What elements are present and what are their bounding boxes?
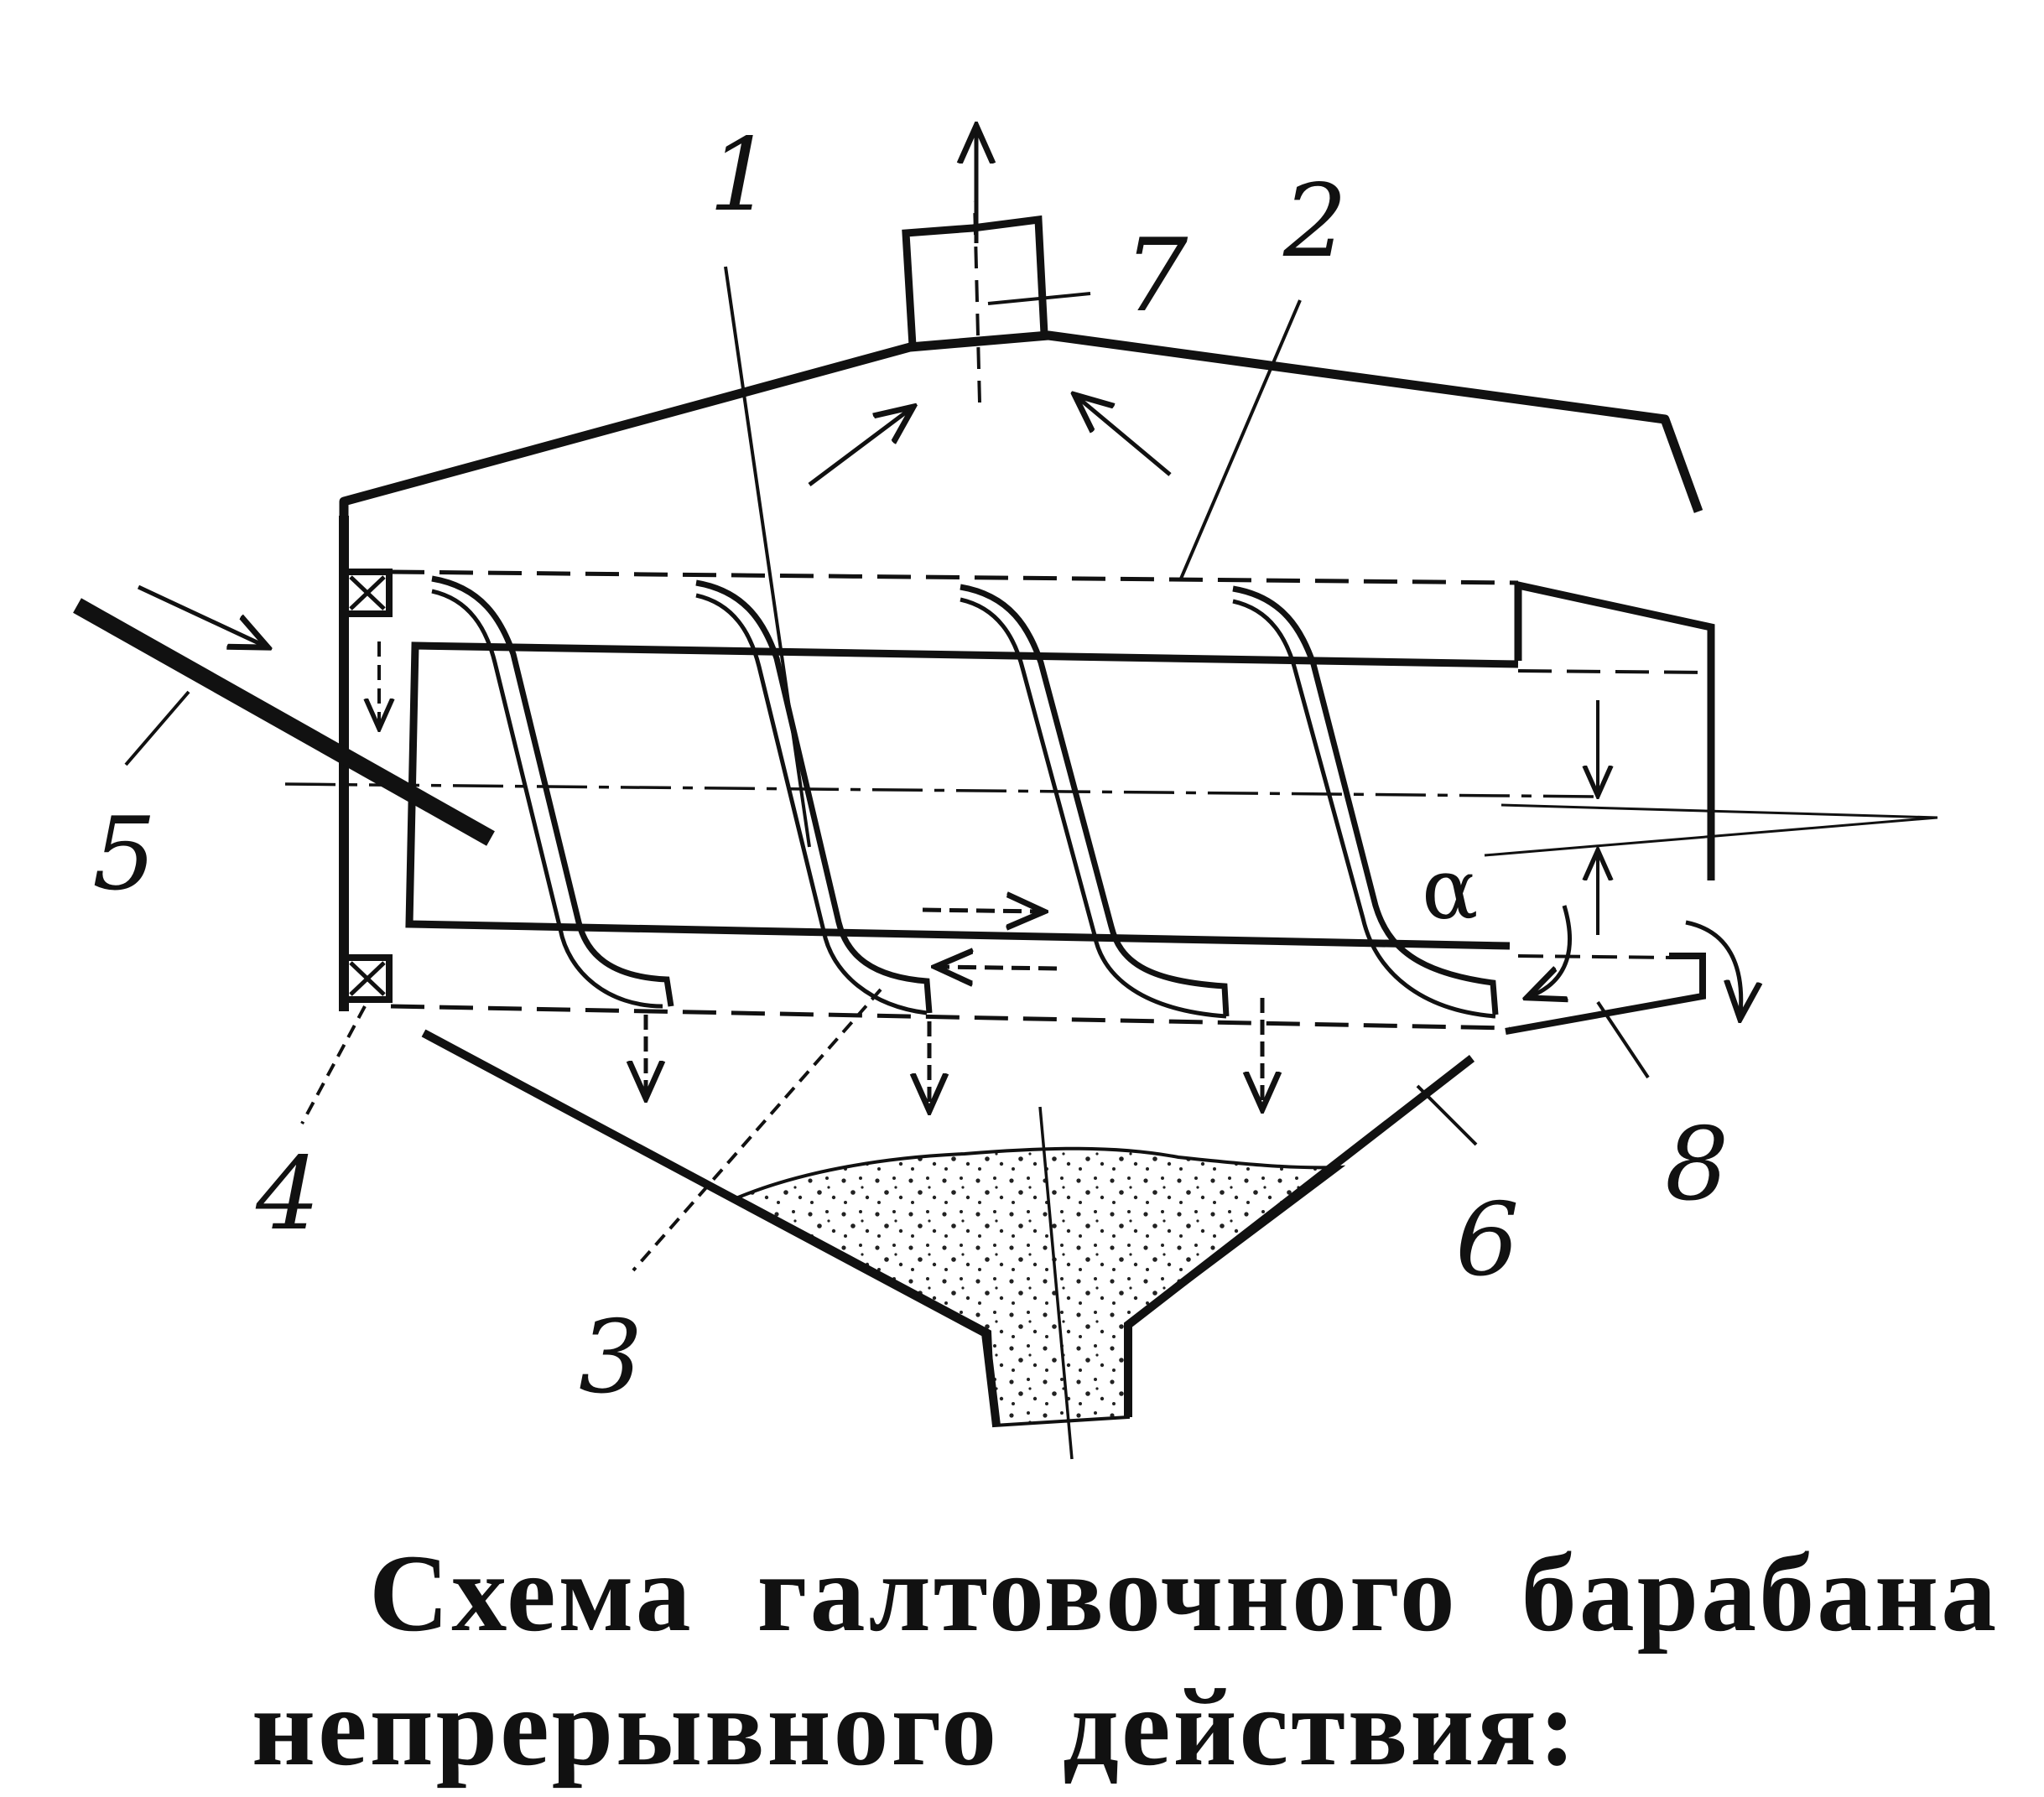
label-alpha: α (1422, 840, 1479, 938)
air-arrow-left (808, 409, 910, 486)
inner-drum-right-dashed (1517, 669, 1712, 674)
drum-bottom-dashed (390, 1004, 1511, 1031)
bearing-top (342, 569, 393, 617)
label-1: 1 (709, 117, 772, 234)
screw-vane-3 (960, 584, 1230, 1019)
label-2: 2 (1282, 164, 1347, 280)
caption-line-2: непрерывного действия: (252, 1665, 1579, 1789)
return-curve-arrow (1531, 905, 1572, 996)
discharge-section (1514, 580, 1715, 880)
leader-7 (987, 292, 1091, 305)
label-8: 8 (1665, 1107, 1729, 1223)
discharge-dashed (1517, 954, 1678, 959)
label-7: 7 (1124, 218, 1188, 335)
label-5: 5 (92, 797, 156, 913)
flow-arrow-forward (922, 910, 1040, 911)
exit-curve-arrow (1685, 920, 1741, 1015)
hopper-right-wall (1124, 1055, 1475, 1417)
leader-3 (632, 988, 882, 1272)
leader-1 (724, 266, 811, 848)
hopper-axis (1038, 1106, 1074, 1460)
screw-vane-4 (1232, 585, 1499, 1019)
sand-fill (734, 1146, 1346, 1428)
caption-line-1: Схема галтовочного барабана (369, 1531, 2000, 1654)
angle-line-2 (1500, 803, 1938, 819)
angle-line-1 (1484, 816, 1938, 857)
casing-hood (339, 330, 1703, 520)
leader-5 (124, 690, 190, 766)
flow-arrow-return (939, 967, 1058, 969)
bearing-bottom (342, 954, 393, 1003)
screw-vane-2 (695, 579, 933, 1015)
air-arrow-right (1078, 397, 1172, 476)
hopper-left-wall (421, 1029, 1001, 1426)
label-6: 6 (1455, 1182, 1519, 1299)
leader-8 (1596, 1000, 1650, 1079)
figure-caption: Схема галтовочного барабана непрерывного… (252, 1526, 2013, 1794)
drum-axis (284, 782, 1594, 798)
label-4: 4 (255, 1136, 320, 1253)
exhaust-pipe (902, 215, 1048, 346)
drum-top-dashed (390, 569, 1519, 585)
feed-arrow (137, 584, 264, 646)
label-3: 3 (579, 1300, 642, 1416)
leader-4 (300, 1005, 367, 1124)
feed-chute (73, 598, 495, 846)
screw-vane-1 (431, 575, 674, 1009)
tumbling-drum-diagram: 1 2 3 4 5 6 7 8 α (73, 117, 1938, 1460)
leader-2 (1179, 299, 1302, 579)
leader-6 (1416, 1084, 1478, 1146)
